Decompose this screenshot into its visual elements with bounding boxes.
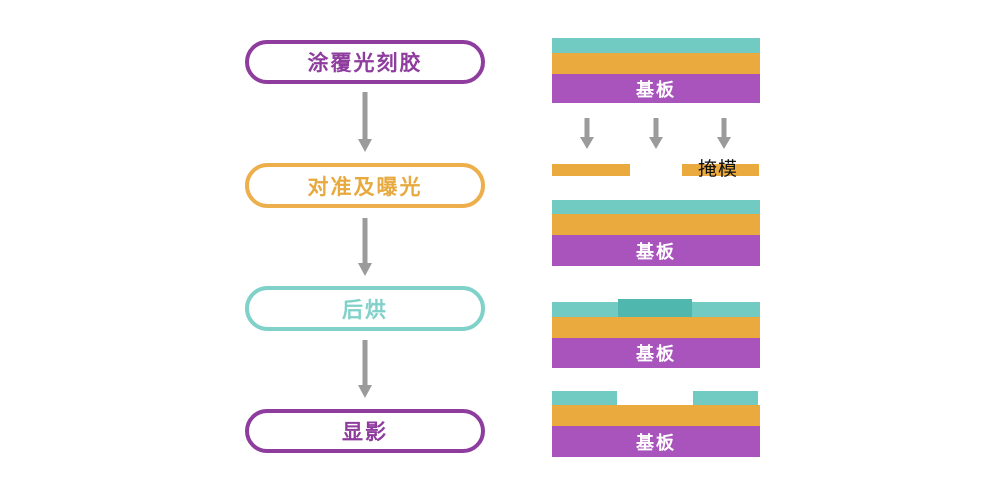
arrow-head xyxy=(717,137,731,149)
mask-bar-left xyxy=(552,164,630,176)
flow-arrow-3 xyxy=(358,340,372,398)
arrow-shaft xyxy=(653,118,659,137)
substrate-layer: 基板 xyxy=(552,338,760,368)
flow-step-label: 对准及曝光 xyxy=(307,175,423,199)
mask-label: 掩模 xyxy=(698,159,739,180)
substrate-label: 基板 xyxy=(636,241,676,262)
arrow-shaft xyxy=(362,92,368,139)
substrate-label: 基板 xyxy=(636,79,676,100)
flow-step-post-bake: 后烘 xyxy=(245,286,485,331)
film-layer xyxy=(552,53,760,74)
photoresist-right xyxy=(693,391,758,405)
substrate-layer: 基板 xyxy=(552,74,760,103)
mask-bar-right xyxy=(682,164,759,176)
arrow-head xyxy=(358,139,372,152)
substrate-layer: 基板 xyxy=(552,235,760,266)
photoresist-left xyxy=(552,391,617,405)
arrow-head xyxy=(580,137,594,149)
substrate-label: 基板 xyxy=(636,432,676,453)
flow-step-align-expose: 对准及曝光 xyxy=(245,163,485,208)
arrow-shaft xyxy=(721,118,727,137)
substrate-label: 基板 xyxy=(636,344,676,364)
flow-step-label: 显影 xyxy=(342,421,388,444)
film-layer xyxy=(552,405,760,426)
arrow-shaft xyxy=(584,118,590,137)
exposed-region xyxy=(618,299,692,317)
substrate-layer: 基板 xyxy=(552,426,760,457)
flow-step-develop: 显影 xyxy=(245,409,485,453)
arrow-head xyxy=(358,263,372,276)
flow-arrow-1 xyxy=(358,92,372,152)
flow-step-coat-photoresist: 涂覆光刻胶 xyxy=(245,40,485,84)
photoresist-layer xyxy=(552,200,760,214)
photoresist-layer xyxy=(552,38,760,53)
exposure-arrow-1 xyxy=(580,118,594,149)
arrow-shaft xyxy=(362,218,368,263)
flow-step-label: 后烘 xyxy=(342,298,388,322)
flow-step-label: 涂覆光刻胶 xyxy=(307,52,423,75)
film-layer xyxy=(552,317,760,338)
arrow-head xyxy=(358,385,372,398)
arrow-head xyxy=(649,137,663,149)
exposure-arrow-2 xyxy=(649,118,663,149)
film-layer xyxy=(552,214,760,235)
flow-arrow-2 xyxy=(358,218,372,276)
exposure-arrow-3 xyxy=(717,118,731,149)
arrow-shaft xyxy=(362,340,368,385)
